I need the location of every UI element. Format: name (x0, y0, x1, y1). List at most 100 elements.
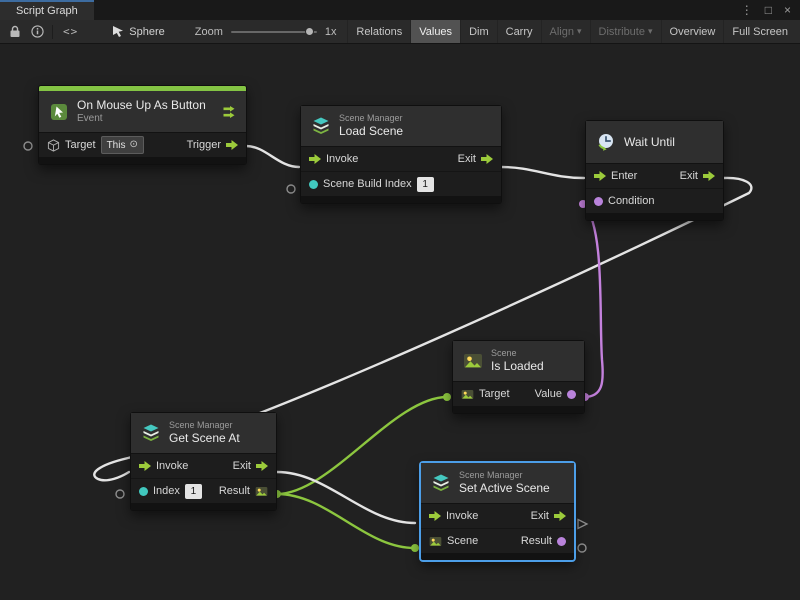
tab-bar: Script Graph ⋮ □ × (0, 0, 800, 21)
cursor-icon (112, 25, 124, 38)
flow-arrow-icon[interactable] (226, 140, 238, 150)
wire-value-to-condition[interactable] (582, 202, 604, 399)
flow-arrow-icon[interactable] (256, 461, 268, 471)
flow-arrow-icon[interactable] (481, 154, 493, 164)
info-icon (30, 25, 44, 38)
wire-result-to-setactive-scene[interactable] (275, 492, 417, 550)
port-value-out-setactive[interactable] (577, 543, 587, 553)
node-footer (586, 213, 723, 220)
port-label-scene-build-index: Scene Build Index (323, 178, 412, 190)
scene-port-icon[interactable] (461, 388, 474, 401)
fullscreen-button[interactable]: Full Screen (723, 20, 796, 43)
node-is-loaded[interactable]: Scene Is Loaded Target Value (452, 340, 585, 414)
node-header[interactable]: Wait Until (586, 121, 723, 163)
node-header[interactable]: Scene Manager Load Scene (301, 106, 501, 146)
zoom-slider[interactable] (230, 26, 317, 36)
int-port-dot[interactable] (139, 486, 148, 496)
scene-manager-icon (431, 473, 451, 493)
relations-button[interactable]: Relations (347, 20, 410, 43)
chevron-down-icon: ▾ (647, 26, 653, 36)
cube-icon[interactable] (47, 138, 60, 152)
flow-arrow-icon[interactable] (554, 511, 566, 521)
overview-button[interactable]: Overview (660, 20, 724, 43)
flow-arrow-icon[interactable] (594, 171, 606, 181)
wire-exit-to-setactive-invoke[interactable] (275, 470, 417, 525)
node-footer (453, 406, 584, 413)
distribute-button[interactable]: Distribute▾ (589, 20, 661, 43)
node-on-mouse-up-as-button[interactable]: On Mouse Up As Button Event Target Thi (38, 85, 247, 165)
scene-port-icon[interactable] (429, 535, 442, 548)
int-port-dot[interactable] (309, 179, 318, 189)
wire-waituntil-to-getsceneat[interactable] (93, 176, 753, 482)
node-header[interactable]: Scene Is Loaded (453, 341, 584, 381)
graph-owner[interactable]: Sphere (112, 25, 165, 38)
scene-result-port-dot[interactable] (557, 536, 566, 546)
port-self-loadscene[interactable] (286, 184, 296, 194)
scene-build-index-field[interactable]: 1 (416, 176, 434, 192)
node-wait-until[interactable]: Wait Until Enter Exit (585, 120, 724, 221)
tab-script-graph[interactable]: Script Graph (0, 0, 94, 20)
node-get-scene-at[interactable]: Scene Manager Get Scene At Invoke Exit (130, 412, 277, 511)
port-label-value: Value (534, 388, 562, 400)
port-label-target: Target (479, 388, 510, 400)
bool-port-dot[interactable] (594, 196, 603, 206)
node-supertitle: Scene (491, 348, 517, 358)
port-label-result: Result (520, 535, 552, 547)
connection-dot-green[interactable] (443, 393, 451, 401)
dim-button[interactable]: Dim (460, 20, 497, 43)
graph-canvas[interactable]: On Mouse Up As Button Event Target Thi (0, 44, 800, 600)
event-icon (49, 102, 69, 122)
coroutine-toggle-icon[interactable] (222, 105, 236, 118)
node-header[interactable]: Scene Manager Set Active Scene (421, 463, 574, 503)
port-label-exit: Exit (457, 153, 476, 165)
maximize-icon[interactable]: □ (764, 3, 772, 17)
graph-toolbar: <> Sphere Zoom 1x Relations Values Dim C… (0, 20, 800, 44)
scene-icon (463, 351, 483, 371)
wire-trigger-to-invoke[interactable] (244, 144, 301, 169)
node-title: On Mouse Up As Button (77, 98, 206, 112)
bool-port-dot[interactable] (567, 389, 576, 399)
object-picker-icon[interactable]: ⊙ (129, 139, 138, 150)
node-load-scene[interactable]: Scene Manager Load Scene Invoke Exit (300, 105, 502, 204)
zoom-slider-handle[interactable] (304, 26, 314, 36)
node-title: Get Scene At (169, 431, 240, 445)
zoom-control: Zoom 1x (195, 26, 337, 38)
kebab-menu-icon[interactable]: ⋮ (740, 3, 753, 17)
flow-arrow-icon[interactable] (429, 511, 441, 521)
node-set-active-scene[interactable]: Scene Manager Set Active Scene Invoke Ex… (420, 462, 575, 561)
window-controls: ⋮ □ × (741, 0, 800, 20)
node-footer (39, 157, 246, 164)
wire-exit-to-enter[interactable] (499, 165, 586, 180)
wire-result-to-isloaded-target[interactable] (275, 395, 449, 496)
carry-button[interactable]: Carry (496, 20, 541, 43)
port-self-getsceneat[interactable] (115, 489, 125, 499)
values-button[interactable]: Values (410, 20, 461, 43)
index-field[interactable]: 1 (184, 483, 202, 499)
node-header[interactable]: Scene Manager Get Scene At (131, 413, 276, 453)
zoom-label: Zoom (194, 25, 223, 38)
port-label-invoke: Invoke (446, 510, 479, 522)
close-icon[interactable]: × (783, 3, 791, 17)
chevron-down-icon: ▾ (576, 26, 582, 36)
node-header[interactable]: On Mouse Up As Button Event (39, 91, 246, 132)
target-object-field[interactable]: This ⊙ (100, 136, 144, 154)
flow-arrow-icon[interactable] (139, 461, 151, 471)
event-accent-bar (39, 86, 246, 91)
wire-layer (23, 141, 753, 553)
port-label-scene: Scene (447, 535, 479, 547)
flow-arrow-icon[interactable] (309, 154, 321, 164)
lock-button[interactable] (4, 22, 26, 41)
code-icon[interactable]: <> (63, 25, 79, 38)
port-self-onmouseup[interactable] (23, 141, 33, 151)
zoom-value: 1x (324, 25, 337, 38)
port-label-trigger: Trigger (186, 139, 221, 151)
connection-dot-green[interactable] (411, 544, 419, 552)
port-label-index: Index (153, 485, 180, 497)
flow-arrow-icon[interactable] (703, 171, 715, 181)
info-button[interactable] (26, 22, 48, 41)
port-flow-out-setactive[interactable] (577, 518, 589, 530)
align-button[interactable]: Align▾ (540, 20, 590, 43)
scene-port-icon[interactable] (255, 485, 268, 498)
node-title: Load Scene (339, 124, 404, 138)
